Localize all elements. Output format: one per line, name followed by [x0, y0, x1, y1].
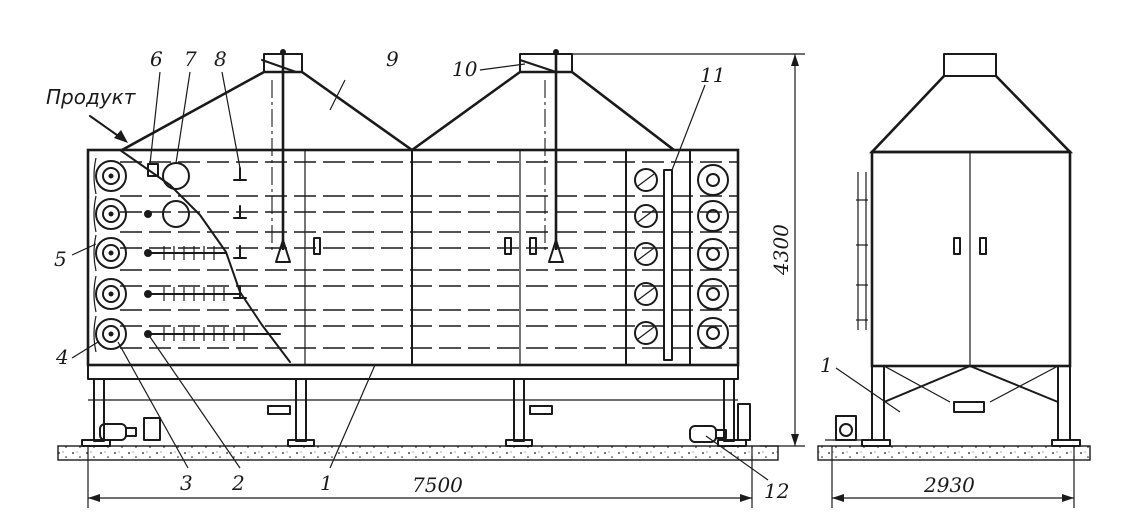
- label-8: 8: [214, 47, 227, 71]
- right-drums: [697, 164, 729, 349]
- label-9: 9: [386, 47, 399, 71]
- dim-height-text: 4300: [769, 224, 793, 276]
- ground-slab-side: [817, 445, 1091, 461]
- label-10: 10: [452, 57, 478, 81]
- front-view: [57, 49, 805, 508]
- label-1: 1: [320, 471, 333, 495]
- right-rollers: [634, 168, 673, 361]
- exhaust-hood-left: [121, 70, 413, 152]
- roller-7: [162, 162, 190, 190]
- label-6: 6: [150, 47, 163, 71]
- label-12: 12: [764, 479, 789, 503]
- sensors-8: [233, 167, 247, 299]
- motor-left: [99, 417, 161, 441]
- label-product: Продукт: [46, 85, 137, 109]
- side-body: [870, 150, 1072, 368]
- label-11: 11: [700, 63, 725, 87]
- label-3: 3: [180, 471, 193, 495]
- label-5: 5: [54, 247, 67, 271]
- left-drums: [93, 157, 127, 353]
- leader-lines: [71, 63, 769, 481]
- conveyor-lines: [120, 161, 738, 349]
- dim-width-text: 2930: [923, 473, 975, 497]
- probe-left: [271, 49, 291, 263]
- side-view: [817, 53, 1091, 508]
- labels: Продукт 6 7 8 9 10 11 5 4 3 2 1 12 1 750…: [46, 47, 975, 503]
- label-2: 2: [231, 471, 245, 495]
- shafts: [144, 210, 281, 341]
- valve-6: [147, 163, 159, 177]
- dim-length: [87, 446, 753, 508]
- dim-length-text: 7500: [412, 473, 463, 497]
- exhaust-hood-right: [411, 70, 675, 152]
- dim-width: [831, 446, 1075, 508]
- side-ladder: [856, 172, 868, 330]
- label-1-side: 1: [820, 353, 833, 377]
- ground-slab-front: [57, 445, 779, 461]
- motor-right-12: [689, 403, 751, 443]
- dim-height: [572, 53, 805, 447]
- label-4: 4: [55, 345, 69, 369]
- label-7: 7: [184, 47, 197, 71]
- probe-right: [544, 49, 564, 263]
